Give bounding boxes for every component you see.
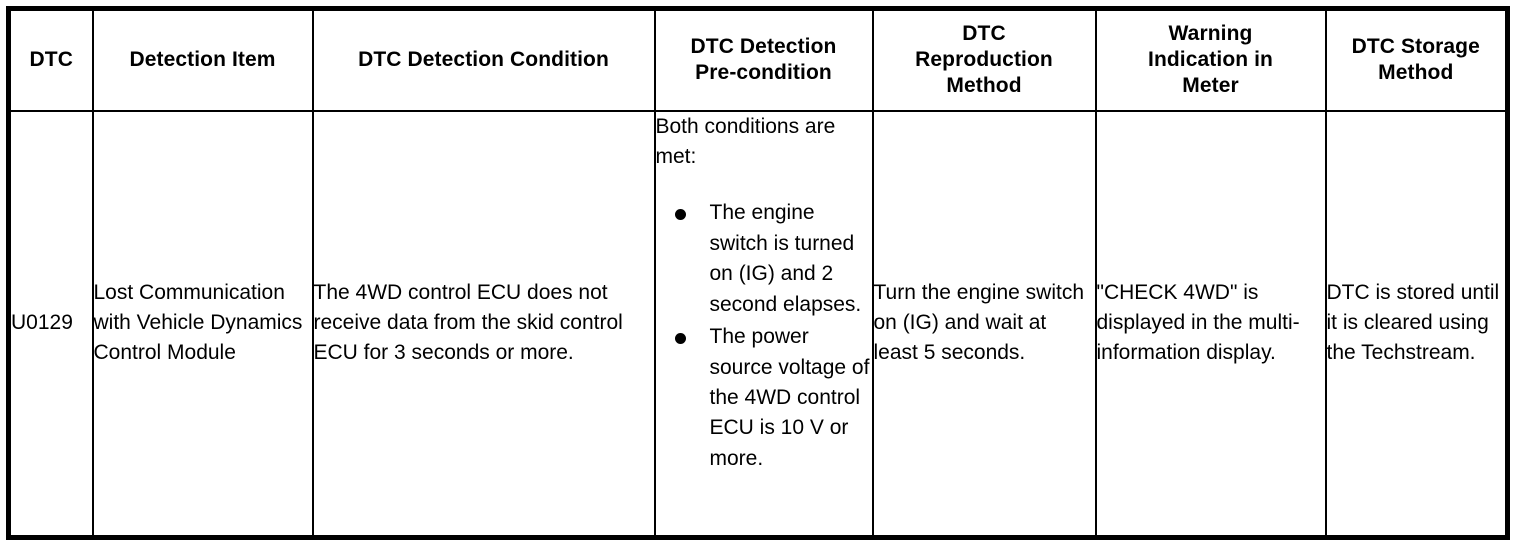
column-header-detection-precondition-line-1: DTC Detection (690, 35, 837, 58)
precondition-intro: Both conditions are met: (655, 114, 836, 168)
column-header-reproduction-method-line-1: DTC (962, 21, 1006, 45)
cell-detection-condition: The 4WD control ECU does not receive dat… (311, 109, 656, 539)
precondition-bullet-text: The power source voltage of the 4WD cont… (709, 325, 870, 470)
column-header-storage-method: DTC Storage Method (1324, 7, 1509, 112)
precondition-bullet-item: The engine switch is turned on (IG) and … (656, 198, 872, 320)
cell-warning-indication: "CHECK 4WD" is displayed in the multi-in… (1094, 109, 1327, 539)
column-header-detection-condition: DTC Detection Condition (311, 7, 656, 112)
column-header-reproduction-method-line-2: Reproduction (915, 48, 1053, 72)
column-header-detection-item: Detection Item (91, 7, 314, 112)
header-row: DTC Detection Item DTC Detection Conditi… (7, 7, 1509, 112)
column-header-reproduction-method: DTC Reproduction Method (871, 7, 1097, 112)
dtc-diagnostic-table: DTC Detection Item DTC Detection Conditi… (6, 6, 1510, 540)
column-header-storage-method-line-2: Method (1378, 61, 1454, 85)
table-body: U0129 Lost Communication with Vehicle Dy… (7, 109, 1509, 539)
column-header-warning-indication: Warning Indication in Meter (1094, 7, 1327, 112)
cell-detection-precondition: Both conditions are met: The engine swit… (653, 109, 874, 539)
cell-reproduction-method: Turn the engine switch on (IG) and wait … (871, 109, 1097, 539)
precondition-bullet-text: The engine switch is turned on (IG) and … (709, 201, 862, 316)
table-header: DTC Detection Item DTC Detection Conditi… (7, 7, 1509, 112)
cell-dtc-code: U0129 (7, 109, 94, 539)
column-header-reproduction-method-line-3: Method (946, 74, 1022, 98)
column-header-detection-precondition: DTC Detection Pre-condition (653, 7, 874, 112)
precondition-bullet-item: The power source voltage of the 4WD cont… (656, 322, 872, 474)
bullet-dot-icon (674, 209, 686, 221)
table-row: U0129 Lost Communication with Vehicle Dy… (7, 109, 1509, 539)
column-header-storage-method-line-1: DTC Storage (1351, 35, 1480, 58)
column-header-warning-indication-line-3: Meter (1182, 74, 1239, 98)
precondition-bullet-list: The engine switch is turned on (IG) and … (656, 198, 872, 474)
bullet-dot-icon (674, 333, 686, 345)
column-header-detection-item-line-1: Detection Item (129, 48, 276, 72)
column-header-warning-indication-line-1: Warning (1168, 21, 1253, 45)
column-header-detection-condition-line-1: DTC Detection Condition (358, 48, 609, 72)
cell-detection-item: Lost Communication with Vehicle Dynamics… (91, 109, 314, 539)
column-header-detection-precondition-line-2: Pre-condition (695, 61, 832, 85)
column-header-warning-indication-line-2: Indication in (1148, 48, 1273, 72)
column-header-dtc: DTC (7, 7, 94, 112)
column-header-dtc-line-1: DTC (29, 48, 73, 72)
cell-storage-method: DTC is stored until it is cleared using … (1324, 109, 1509, 539)
